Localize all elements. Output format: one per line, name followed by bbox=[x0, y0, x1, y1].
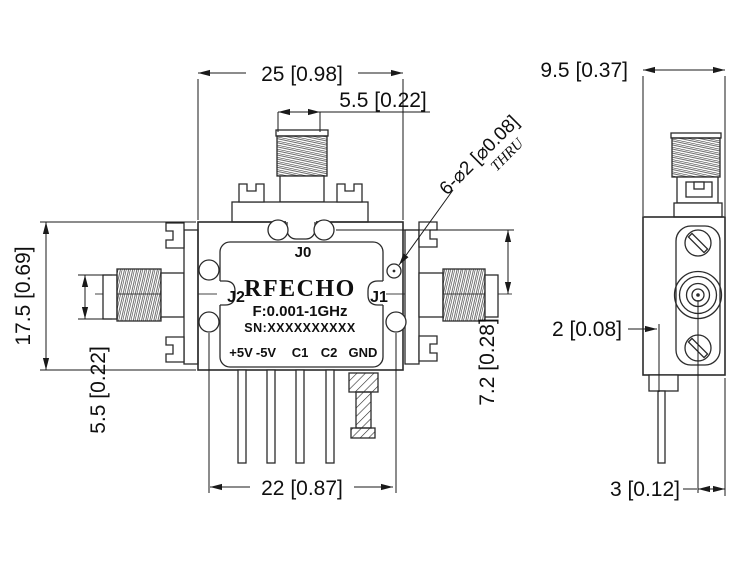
port-label-j0: J0 bbox=[295, 244, 312, 261]
j1-notch bbox=[367, 280, 383, 306]
top-notch-mask bbox=[286, 219, 316, 240]
side-pin bbox=[657, 390, 666, 464]
connector-threads bbox=[276, 135, 328, 177]
mounting-hole bbox=[385, 311, 407, 333]
dim-overall-height: 17.5 [0.69] bbox=[12, 221, 196, 371]
port-label-j1: J1 bbox=[370, 289, 388, 306]
connector-barrel bbox=[160, 272, 185, 318]
dim-left-connector: 5.5 [0.22] bbox=[78, 274, 112, 434]
dim-top-connector: 5.5 [0.22] bbox=[277, 89, 430, 132]
sma-connector-top bbox=[231, 129, 369, 223]
connector-end-ring bbox=[102, 274, 118, 320]
dim-text-overall-width: 25 [0.98] bbox=[261, 63, 343, 86]
flange-tab bbox=[165, 336, 185, 363]
pin bbox=[266, 369, 276, 464]
connector-flange bbox=[404, 229, 420, 365]
mounting-hole bbox=[313, 219, 335, 241]
connector-threads bbox=[116, 268, 162, 322]
pin-label-row: +5V -5V C1 C2 GND bbox=[229, 345, 377, 360]
side-view bbox=[642, 132, 726, 464]
dim-side-width: 9.5 [0.37] bbox=[540, 59, 726, 216]
center-pin bbox=[696, 293, 700, 297]
dim-text-top-connector: 5.5 [0.22] bbox=[339, 89, 427, 112]
pin-label-minus5v: -5V bbox=[256, 345, 277, 360]
mounting-holes bbox=[198, 219, 407, 333]
hole-center-dot bbox=[392, 269, 396, 273]
flange-tab bbox=[165, 222, 185, 249]
pin bbox=[295, 369, 305, 464]
flange-tab bbox=[418, 221, 438, 248]
screw-top bbox=[684, 229, 712, 257]
connector-end-ring bbox=[484, 274, 499, 318]
dim-pin-to-edge: 3 [0.12] bbox=[610, 300, 726, 501]
dim-hole-to-center: 7.2 [0.28] bbox=[336, 229, 514, 406]
pin bbox=[237, 369, 247, 464]
sma-connector-left bbox=[102, 222, 199, 365]
dim-text-side-width: 9.5 [0.37] bbox=[540, 59, 628, 82]
port-label-j2: J2 bbox=[227, 289, 245, 306]
connector-end-cap bbox=[670, 132, 722, 139]
dim-overall-width: 25 [0.98] bbox=[197, 62, 404, 220]
flange-tab bbox=[238, 183, 265, 203]
connector-barrel bbox=[279, 175, 325, 203]
connector-threads bbox=[442, 268, 486, 322]
hatched-pin-section bbox=[348, 372, 379, 439]
serial-text: SN:XXXXXXXXXX bbox=[244, 321, 356, 335]
sma-connector-side-top bbox=[670, 132, 723, 218]
side-stub bbox=[648, 374, 679, 392]
dim-text-left-connector: 5.5 [0.22] bbox=[87, 346, 110, 434]
dim-pin-offset: 2 [0.08] bbox=[552, 318, 660, 392]
dim-pin-span: 22 [0.87] bbox=[208, 333, 397, 500]
frequency-text: F:0.001-1GHz bbox=[252, 303, 347, 320]
connector-flange bbox=[183, 229, 199, 365]
brand-text: RFECHO bbox=[244, 276, 356, 302]
pin-label-c2: C2 bbox=[321, 345, 338, 360]
dim-text-overall-height: 17.5 [0.69] bbox=[12, 246, 35, 345]
pin-label-gnd: GND bbox=[349, 345, 378, 360]
connector-threads bbox=[671, 137, 721, 178]
connector-barrel bbox=[418, 272, 444, 318]
j2-notch bbox=[220, 280, 236, 306]
pin bbox=[325, 369, 335, 464]
flange-tab bbox=[418, 335, 438, 362]
terminal-pins bbox=[237, 369, 379, 464]
sma-connector-right bbox=[404, 221, 499, 365]
flange-tab bbox=[336, 183, 363, 203]
dim-text-pin-offset: 2 [0.08] bbox=[552, 318, 622, 341]
pin-label-plus5v: +5V bbox=[229, 345, 253, 360]
connector-flange bbox=[673, 202, 723, 218]
j1-notch-mask bbox=[369, 281, 386, 305]
j2-notch-mask bbox=[217, 281, 234, 305]
front-view: J0 J2 J1 RFECHO F:0.001-1GHz SN:XXXXXXXX… bbox=[95, 129, 512, 464]
mounting-hole bbox=[267, 219, 289, 241]
screw-slot bbox=[687, 232, 709, 254]
dim-text-pin-to-edge: 3 [0.12] bbox=[610, 478, 680, 501]
mounting-hole bbox=[198, 311, 220, 333]
dim-text-hole-to-center: 7.2 [0.28] bbox=[476, 318, 499, 406]
connector-hex-notch bbox=[693, 181, 705, 190]
pin-label-c1: C1 bbox=[292, 345, 309, 360]
side-body-outline bbox=[642, 216, 726, 376]
mounting-hole bbox=[198, 259, 220, 281]
dim-text-pin-span: 22 [0.87] bbox=[261, 477, 343, 500]
